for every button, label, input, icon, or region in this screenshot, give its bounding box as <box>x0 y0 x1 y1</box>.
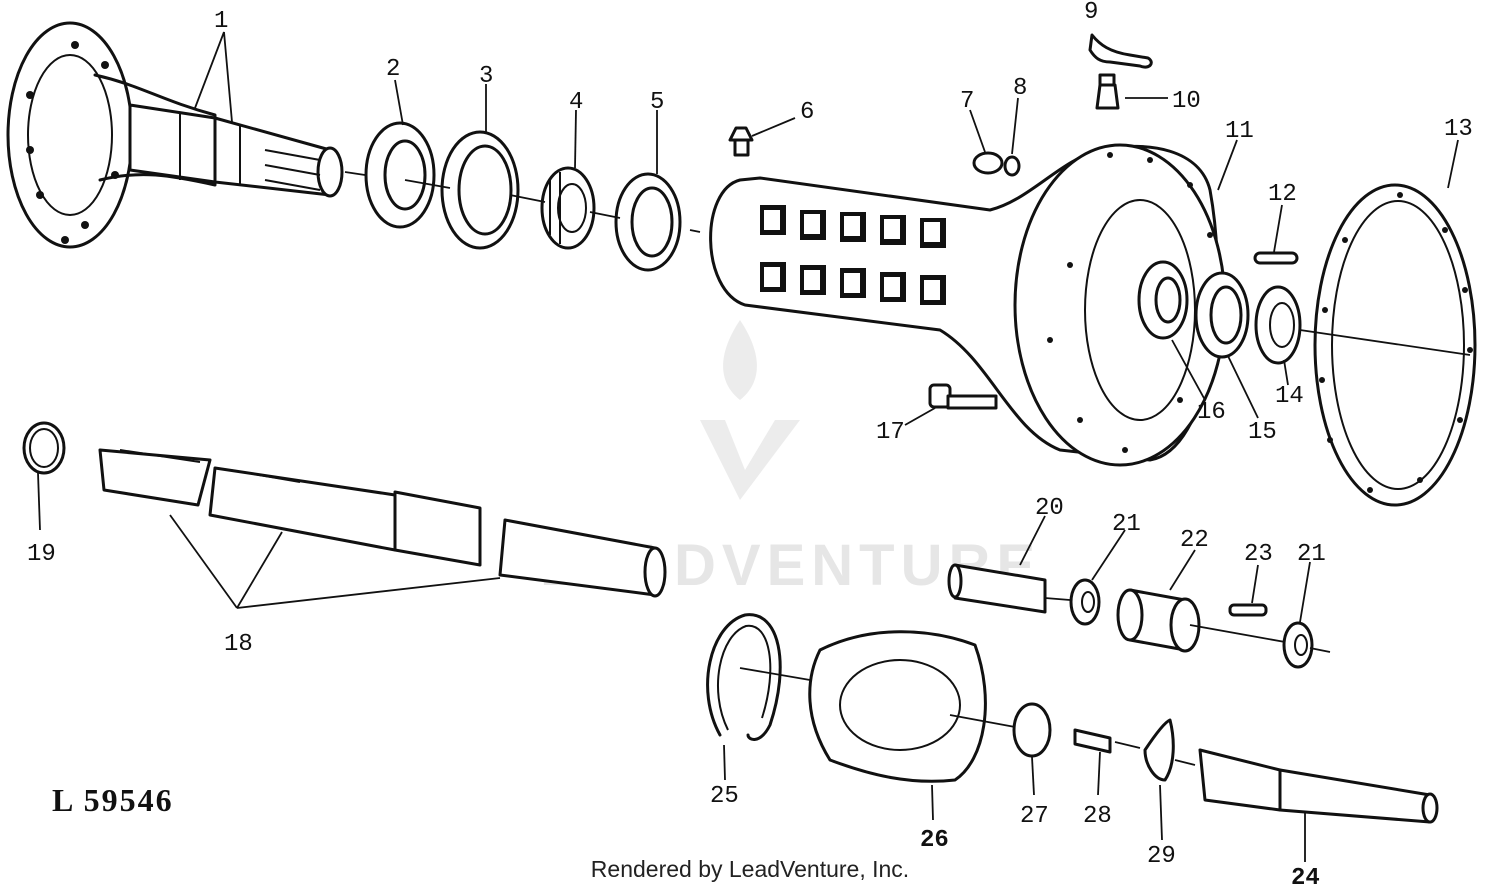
callout-1[interactable]: 1 <box>214 8 228 35</box>
bearing-cup-part-3[interactable] <box>440 130 520 250</box>
assembly-axis-lines <box>344 171 1471 766</box>
callout-5[interactable]: 5 <box>650 89 664 116</box>
callout-13[interactable]: 13 <box>1444 116 1473 143</box>
output-shaft-part-24[interactable] <box>1198 748 1439 824</box>
callout-25[interactable]: 25 <box>710 783 739 810</box>
gasket-part-13[interactable] <box>1313 183 1477 507</box>
snap-ring-part-25[interactable] <box>706 613 782 741</box>
axle-housing-part-11[interactable] <box>709 143 1227 467</box>
seal-part-2[interactable] <box>364 121 436 229</box>
callout-17[interactable]: 17 <box>876 419 905 446</box>
callout-labels: 1 2 3 4 5 6 7 8 9 10 11 12 13 14 15 16 1… <box>27 0 1473 891</box>
callout-22[interactable]: 22 <box>1180 527 1209 554</box>
callout-19[interactable]: 19 <box>27 541 56 568</box>
washer-part-8[interactable] <box>1003 155 1021 177</box>
callout-14[interactable]: 14 <box>1275 383 1304 410</box>
fitting-part-10[interactable] <box>1095 73 1120 110</box>
bearing-cup-part-5[interactable] <box>614 172 682 272</box>
callout-8[interactable]: 8 <box>1013 75 1027 102</box>
lever-part-9[interactable] <box>1088 33 1153 69</box>
callout-12[interactable]: 12 <box>1268 181 1297 208</box>
callout-26[interactable]: 26 <box>920 827 949 854</box>
callout-7[interactable]: 7 <box>960 88 974 115</box>
pin-part-12[interactable] <box>1253 251 1299 265</box>
pinion-gear-part-22[interactable] <box>1116 588 1201 653</box>
callout-10[interactable]: 10 <box>1172 88 1201 115</box>
seal-part-16[interactable] <box>1137 260 1189 340</box>
bolt-part-17[interactable] <box>928 383 998 410</box>
callout-27[interactable]: 27 <box>1020 803 1049 830</box>
callout-18[interactable]: 18 <box>224 631 253 658</box>
bearing-cup-part-15[interactable] <box>1194 271 1250 359</box>
callout-21-right[interactable]: 21 <box>1297 541 1326 568</box>
carrier-part-26[interactable] <box>808 630 987 783</box>
figure-code: L 59546 <box>52 782 174 818</box>
bearing-cone-part-4[interactable] <box>540 166 596 250</box>
axle-flange-part-1[interactable] <box>6 21 344 249</box>
shaft-part-18[interactable] <box>98 448 667 598</box>
callout-21-left[interactable]: 21 <box>1112 511 1141 538</box>
callout-16[interactable]: 16 <box>1197 399 1226 426</box>
callout-3[interactable]: 3 <box>479 63 493 90</box>
callout-11[interactable]: 11 <box>1225 118 1254 145</box>
callout-28[interactable]: 28 <box>1083 803 1112 830</box>
screw-part-28[interactable] <box>1073 728 1112 754</box>
lock-plate-part-29[interactable] <box>1143 718 1175 782</box>
thrust-washer-part-21-right[interactable] <box>1282 621 1314 669</box>
callout-9[interactable]: 9 <box>1084 0 1098 26</box>
thrust-washer-part-21-left[interactable] <box>1069 578 1101 626</box>
breather-part-6[interactable] <box>728 126 754 157</box>
callout-15[interactable]: 15 <box>1248 419 1277 446</box>
leader-lines <box>37 31 1459 862</box>
footer-credit: Rendered by LeadVenture, Inc. <box>590 856 910 882</box>
callout-20[interactable]: 20 <box>1035 495 1064 522</box>
callout-23[interactable]: 23 <box>1244 541 1273 568</box>
callout-24[interactable]: 24 <box>1291 865 1320 891</box>
plug-part-7[interactable] <box>972 151 1004 175</box>
callout-2[interactable]: 2 <box>386 56 400 83</box>
callout-6[interactable]: 6 <box>800 99 814 126</box>
pin-part-20[interactable] <box>947 563 1047 614</box>
pin-part-23[interactable] <box>1228 603 1268 617</box>
disc-part-27[interactable] <box>1012 702 1052 758</box>
callout-4[interactable]: 4 <box>569 89 583 116</box>
callout-29[interactable]: 29 <box>1147 843 1176 870</box>
bearing-cone-part-14[interactable] <box>1254 285 1302 365</box>
snap-ring-part-19[interactable] <box>22 421 66 475</box>
